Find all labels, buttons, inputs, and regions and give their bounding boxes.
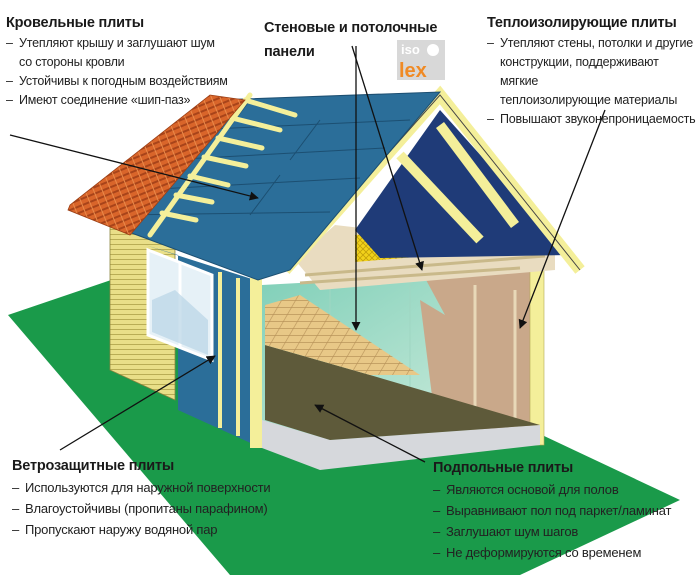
windproof-plates-label: Ветрозащитные плиты Используются для нар… xyxy=(12,457,312,540)
roof-plates-title: Кровельные плиты xyxy=(6,15,144,31)
svg-text:lex: lex xyxy=(399,60,427,80)
pointer-walls-2 xyxy=(351,45,424,271)
windproof-item-2: Влагоустойчивы (пропитаны парафином) xyxy=(12,498,312,519)
parquet-floor xyxy=(265,295,420,375)
roof-item-3: Имеют соединение «шип-паз» xyxy=(6,91,266,110)
underfloor-item-3: Заглушают шум шагов xyxy=(433,521,693,542)
windproof-item-1: Используются для наружной поверхности xyxy=(12,477,312,498)
underfloor-plates-title: Подпольные плиты xyxy=(433,460,574,476)
pointer-insulation xyxy=(518,109,606,329)
wall-panels-title-1: Стеновые и потолочные xyxy=(264,20,438,36)
pointer-windproof xyxy=(59,355,216,451)
underfloor-item-2: Выравнивают пол под паркет/ламинат xyxy=(433,500,693,521)
insulation-plates-title: Теплоизолирующие плиты xyxy=(487,15,677,31)
insulation-item-2: Повышают звуконепроницаемость xyxy=(487,110,697,129)
windproof-plates-title: Ветрозащитные плиты xyxy=(12,458,175,474)
insulation-plates-label: Теплоизолирующие плиты Утепляют стены, п… xyxy=(487,14,697,129)
svg-text:iso: iso xyxy=(401,42,420,57)
underfloor-plates-label: Подпольные плиты Являются основой для по… xyxy=(433,459,693,563)
subfloor-boards xyxy=(265,345,540,440)
roof-plates-label: Кровельные плиты Утепляют крышу и заглуш… xyxy=(6,14,266,110)
floor-slab xyxy=(262,420,540,470)
wall-panels-title-2: панели xyxy=(264,44,315,60)
wall-panels-label: Стеновые и потолочные панели xyxy=(264,16,454,64)
roof-item-2: Устойчивы к погодным воздействиям xyxy=(6,72,266,91)
isolex-logo: iso lex xyxy=(397,40,445,82)
underfloor-item-4: Не деформируются со временем xyxy=(433,542,693,563)
partition-panel xyxy=(420,270,535,440)
pointer-underfloor xyxy=(314,404,426,463)
windproof-item-3: Пропускают наружу водяной пар xyxy=(12,519,312,540)
pointer-roof xyxy=(9,134,259,201)
insulation-item-1: Утепляют стены, потолки и другиеконструк… xyxy=(487,34,697,110)
underfloor-item-1: Являются основой для полов xyxy=(433,479,693,500)
